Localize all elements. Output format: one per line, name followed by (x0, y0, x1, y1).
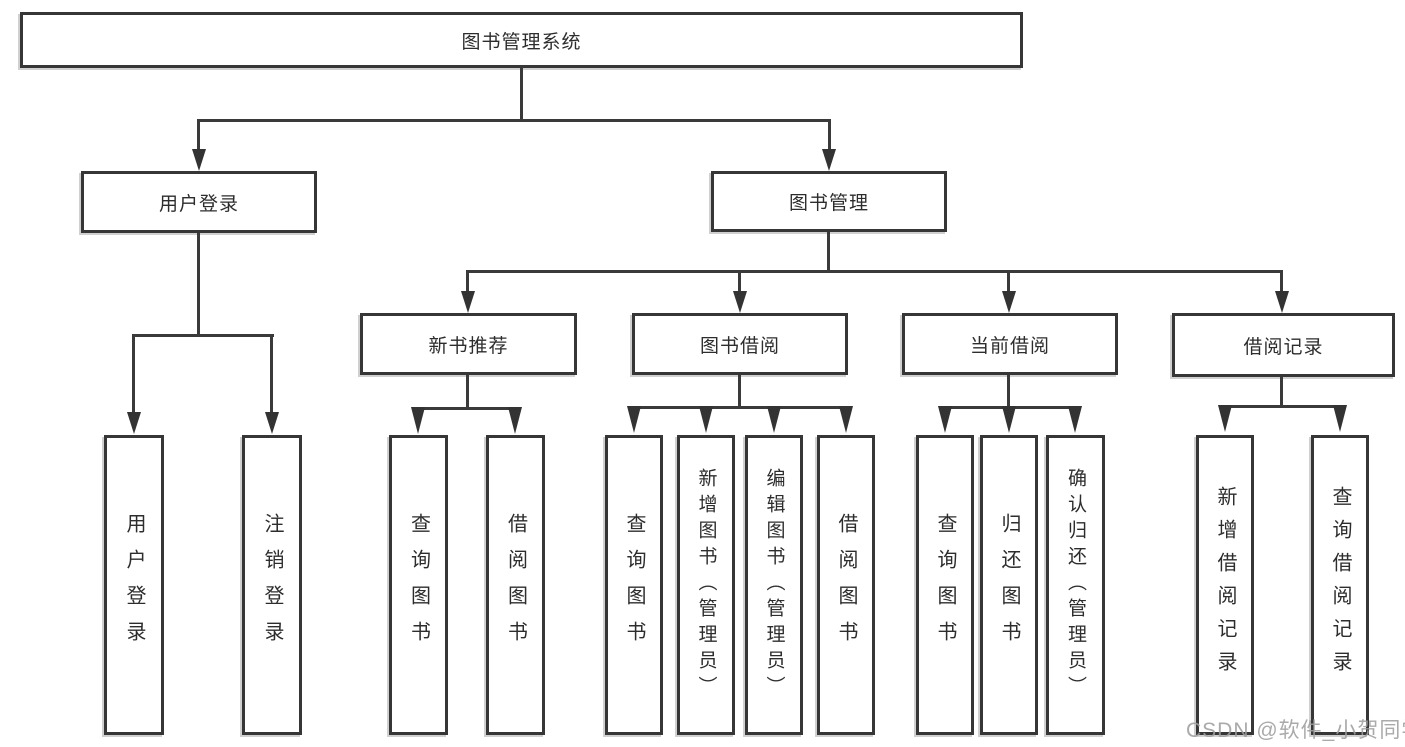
leaf-query-books-recommend: 查询图书 (389, 435, 448, 735)
arrow-down (733, 291, 747, 313)
connector-line (1007, 375, 1010, 408)
arrow-down (627, 406, 641, 433)
connector-line (466, 270, 1283, 273)
leaf-query-books-current-label: 查询图书 (934, 513, 956, 657)
leaf-user-login-label: 用户登录 (123, 513, 145, 657)
node-user-login-label: 用户登录 (158, 193, 239, 215)
node-root: 图书管理系统 (20, 12, 1023, 68)
leaf-logout: 注销登录 (242, 435, 302, 735)
leaf-add-borrow-record-label: 新增借阅记录 (1214, 486, 1236, 684)
leaf-borrow-books-label: 借阅图书 (835, 513, 857, 657)
arrow-down (508, 407, 522, 434)
node-current-borrow-label: 当前借阅 (969, 335, 1050, 357)
node-book-management: 图书管理 (711, 171, 947, 232)
node-borrow-records: 借阅记录 (1172, 313, 1395, 377)
arrow-down (1068, 406, 1082, 433)
arrow-down (265, 412, 279, 434)
leaf-query-borrow-record-label: 查询借阅记录 (1329, 486, 1351, 684)
leaf-query-books-borrow-label: 查询图书 (623, 513, 645, 657)
connector-line (270, 334, 273, 414)
node-book-borrow: 图书借阅 (632, 313, 848, 375)
connector-line (1280, 377, 1283, 407)
arrow-down (192, 149, 206, 171)
node-root-label: 图书管理系统 (461, 31, 582, 53)
node-borrow-records-label: 借阅记录 (1243, 336, 1324, 358)
connector-line (466, 375, 469, 409)
arrow-down (1275, 291, 1289, 313)
connector-line (417, 407, 518, 410)
arrow-down (822, 149, 836, 171)
arrow-down (767, 406, 781, 433)
connector-line (1007, 270, 1010, 292)
arrow-down (1333, 405, 1347, 432)
leaf-borrow-books-recommend-label: 借阅图书 (504, 513, 527, 657)
leaf-query-borrow-record: 查询借阅记录 (1311, 435, 1369, 735)
arrow-down (1002, 291, 1016, 313)
connector-line (466, 270, 469, 292)
leaf-return-book-label: 归还图书 (998, 513, 1020, 657)
leaf-borrow-books: 借阅图书 (817, 435, 875, 735)
arrow-down (1002, 406, 1016, 433)
leaf-add-book-admin-label: 新增图书（管理员） (695, 468, 717, 702)
node-book-management-label: 图书管理 (788, 193, 869, 214)
arrow-down (839, 406, 853, 433)
watermark: CSDN @软件_小贺同学 (1186, 719, 1405, 742)
connector-line (1223, 405, 1343, 408)
arrow-down (127, 412, 141, 434)
leaf-confirm-return-admin: 确认归还（管理员） (1046, 435, 1105, 735)
connector-line (738, 270, 741, 292)
connector-line (1280, 270, 1283, 292)
arrow-down (411, 407, 425, 434)
arrow-down (938, 406, 952, 433)
connector-line (197, 119, 200, 152)
leaf-query-books-recommend-label: 查询图书 (407, 513, 430, 657)
arrow-down (699, 406, 713, 433)
leaf-return-book: 归还图书 (980, 435, 1038, 735)
leaf-query-books-current: 查询图书 (916, 435, 974, 735)
connector-line (520, 68, 523, 120)
node-book-borrow-label: 图书借阅 (699, 335, 780, 357)
leaf-add-book-admin: 新增图书（管理员） (677, 435, 735, 735)
connector-line (632, 406, 848, 409)
node-current-borrow: 当前借阅 (902, 313, 1118, 375)
leaf-confirm-return-admin-label: 确认归还（管理员） (1065, 468, 1086, 702)
node-new-book-recommend: 新书推荐 (360, 313, 577, 375)
arrow-down (461, 291, 475, 313)
connector-line (828, 119, 831, 152)
arrow-down (1218, 405, 1232, 432)
connector-line (197, 233, 200, 336)
node-user-login: 用户登录 (81, 171, 317, 233)
connector-line (197, 119, 831, 122)
leaf-logout-label: 注销登录 (261, 513, 283, 657)
leaf-edit-book-admin: 编辑图书（管理员） (745, 435, 803, 735)
leaf-query-books-borrow: 查询图书 (605, 435, 663, 735)
leaf-add-borrow-record: 新增借阅记录 (1196, 435, 1254, 735)
connector-line (738, 375, 741, 408)
connector-line (827, 232, 830, 272)
leaf-borrow-books-recommend: 借阅图书 (486, 435, 545, 735)
node-new-book-recommend-label: 新书推荐 (428, 335, 509, 357)
connector-line (132, 334, 274, 337)
leaf-user-login: 用户登录 (104, 435, 164, 735)
connector-line (132, 334, 135, 414)
leaf-edit-book-admin-label: 编辑图书（管理员） (763, 468, 785, 702)
